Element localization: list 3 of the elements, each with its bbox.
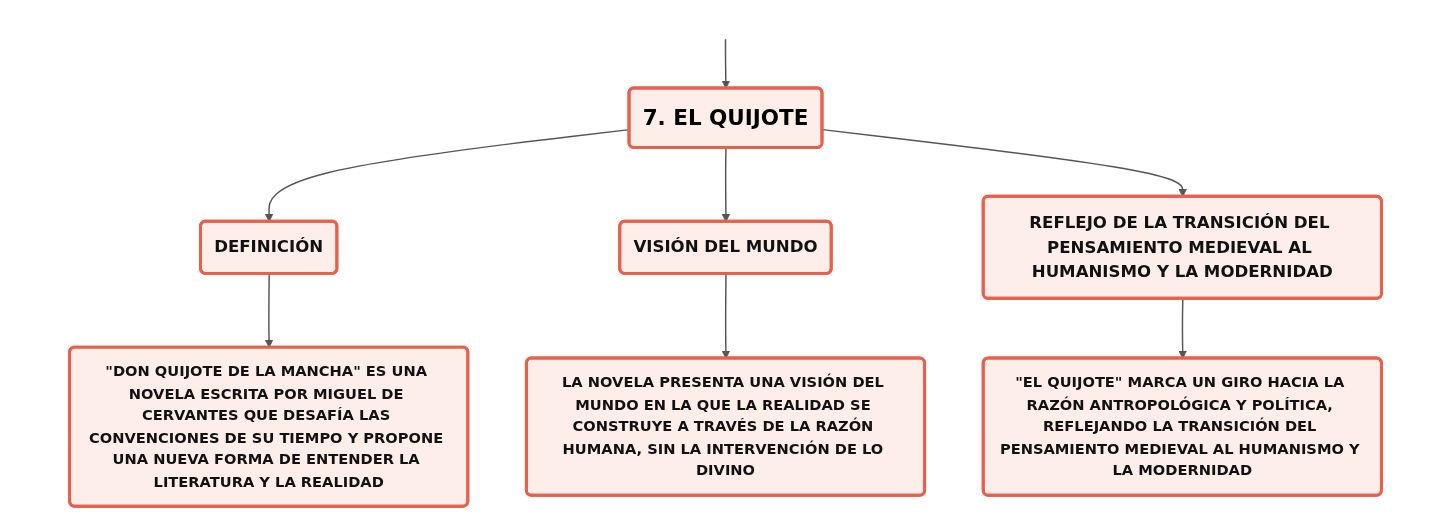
arrow [264,273,274,348]
arrow [1178,298,1187,359]
arrow [721,273,731,359]
